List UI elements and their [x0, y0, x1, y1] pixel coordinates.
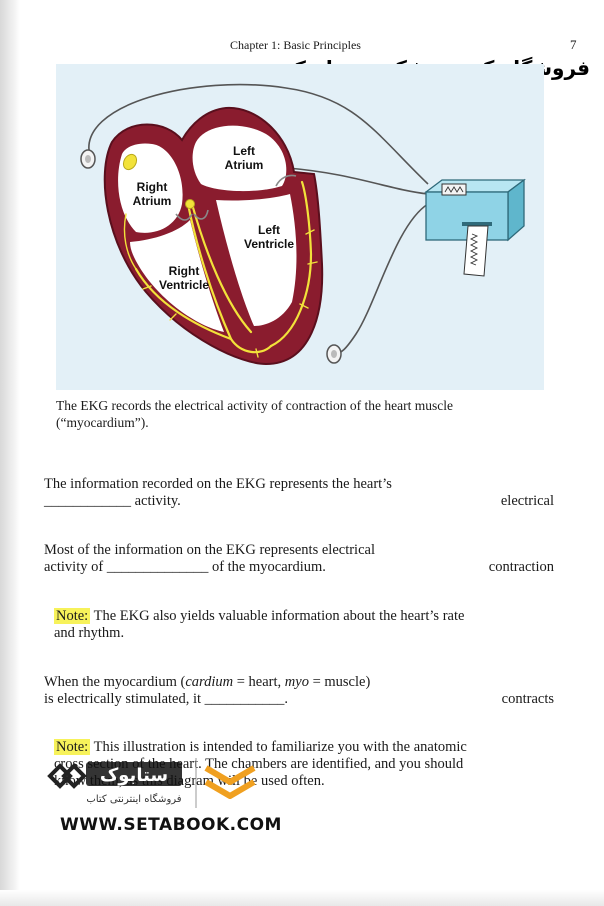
label-right-atrium-2: Atrium: [133, 194, 172, 208]
frame-2-line-1: Most of the information on the EKG repre…: [44, 542, 375, 558]
label-left-atrium-2: Atrium: [225, 158, 264, 172]
heart-valves: [175, 174, 297, 221]
heart-ekg-figure: Left Atrium Right Atrium Left Ventricle …: [56, 64, 544, 390]
page-number: 7: [570, 37, 577, 52]
note-2-label: Note:: [54, 739, 91, 755]
frame-1-line-2: ____________ activity.: [44, 493, 181, 509]
frame-3-line-2: is electrically stimulated, it _________…: [44, 691, 289, 707]
setabook-logo-icon: ستابوک فروشگاه اینترنتی کتاب: [47, 758, 256, 808]
ekg-machine-icon: [424, 178, 526, 277]
frame-3-term-cardium: cardium: [185, 674, 234, 690]
frame-3-answer: contracts: [501, 691, 554, 707]
note-1: Note: The EKG also yields valuable infor…: [54, 608, 474, 642]
watermark-site: WWW.SETABOOK.COM: [60, 815, 282, 835]
watermark-brand-fa: ستابوک: [100, 765, 168, 786]
electrode-icon: [80, 149, 96, 169]
frame-1-line-1: The information recorded on the EKG repr…: [44, 476, 392, 492]
label-right-atrium-1: Right: [137, 180, 168, 194]
label-right-ventricle-1: Right: [169, 264, 200, 278]
setabook-watermark: ستابوک فروشگاه اینترنتی کتاب: [46, 754, 278, 814]
frame-3-line-1-b: = heart,: [233, 674, 285, 690]
frame-3: When the myocardium (cardium = heart, my…: [44, 674, 559, 708]
frame-2: Most of the information on the EKG repre…: [44, 542, 559, 576]
electrode-wires: [88, 83, 429, 355]
label-left-ventricle-2: Ventricle: [244, 237, 294, 251]
label-left-atrium-1: Left: [233, 144, 255, 158]
frame-1-answer: electrical: [500, 493, 554, 509]
left-ventricle-cavity: [216, 194, 297, 326]
frame-3-line-1-a: When the myocardium (: [44, 674, 186, 690]
frame-3-line-1: When the myocardium (cardium = heart, my…: [44, 674, 464, 691]
frame-2-answer: contraction: [488, 559, 554, 575]
frame-3-line-1-c: = muscle): [308, 674, 371, 690]
right-ventricle-cavity: [130, 220, 224, 332]
electrode-icon: [326, 344, 342, 364]
label-left-ventricle-1: Left: [258, 223, 280, 237]
note-1-label: Note:: [54, 608, 91, 624]
note-1-text: The EKG also yields valuable information…: [54, 608, 465, 641]
ekg-paper-strip: [463, 225, 489, 277]
frame-2-line-2: activity of ______________ of the myocar…: [44, 559, 326, 575]
chamber-labels: Left Atrium Right Atrium Left Ventricle …: [133, 144, 295, 292]
sa-node: [122, 153, 138, 171]
frame-1: The information recorded on the EKG repr…: [44, 476, 559, 510]
figure-caption: The EKG records the electrical activity …: [56, 398, 453, 430]
left-atrium-cavity: [192, 125, 287, 192]
label-right-ventricle-2: Ventricle: [159, 278, 209, 292]
conduction-system: [123, 180, 318, 358]
av-node: [185, 199, 195, 209]
page-spine-shadow: [0, 0, 20, 906]
heart-diagram: Left Atrium Right Atrium Left Ventricle …: [56, 64, 544, 390]
frame-3-term-myo: myo: [284, 674, 309, 690]
page-bottom-edge: [0, 890, 604, 906]
running-head: Chapter 1: Basic Principles: [230, 38, 361, 52]
watermark-tagline-fa: فروشگاه اینترنتی کتاب: [86, 793, 181, 805]
